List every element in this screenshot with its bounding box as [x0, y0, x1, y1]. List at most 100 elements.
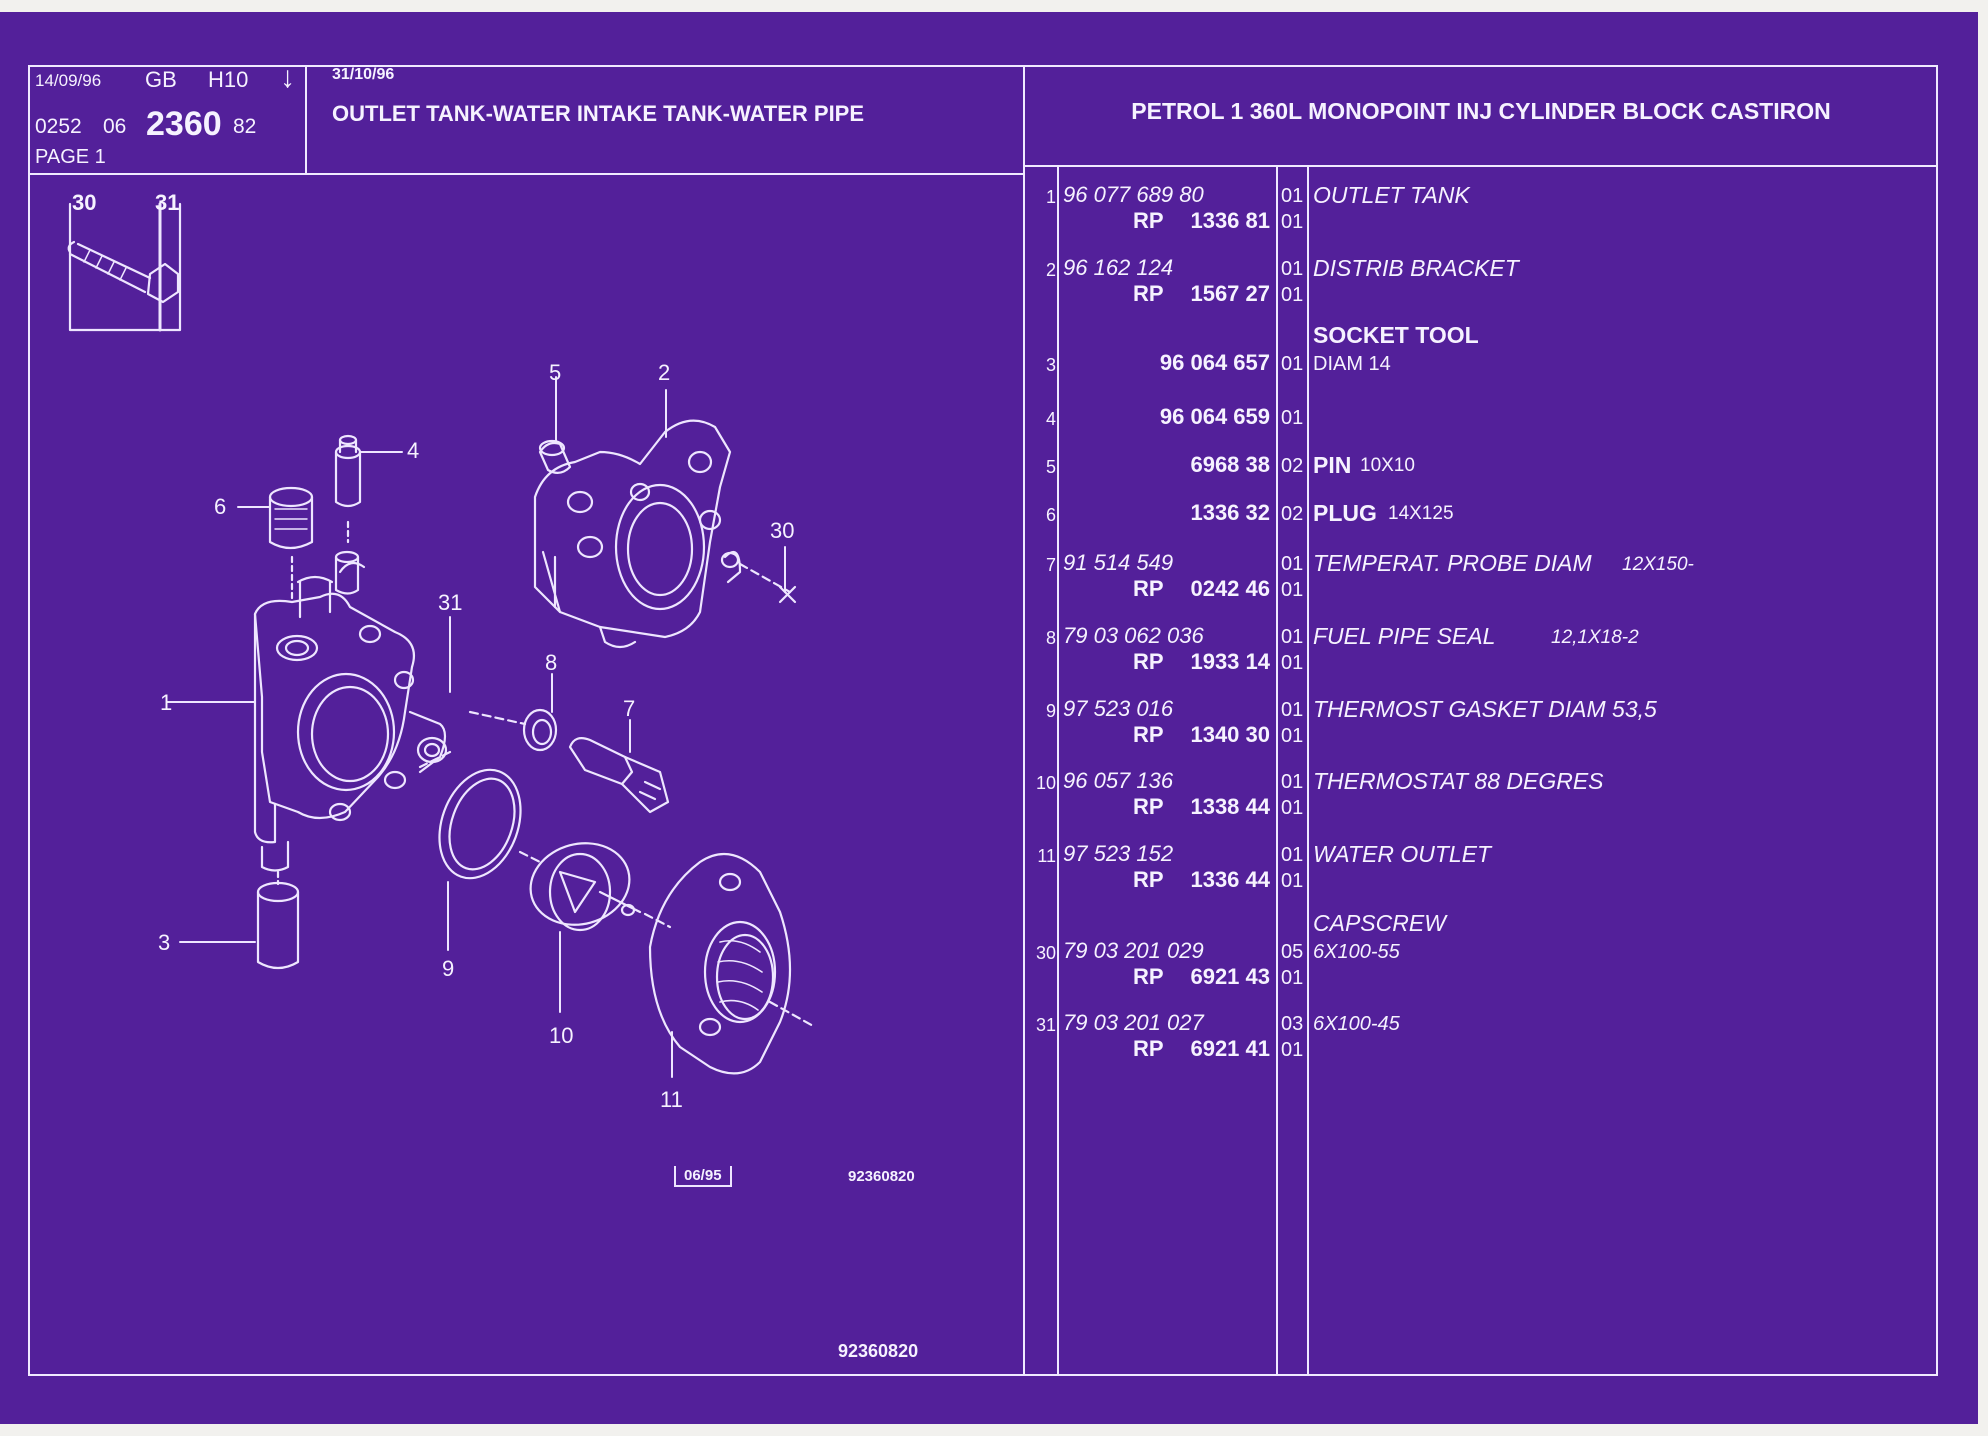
- footer-code-bottom: 92360820: [838, 1341, 919, 1361]
- callout-2: 2: [658, 360, 671, 385]
- part-description: PIN: [1313, 452, 1352, 478]
- quantity: 01: [1281, 699, 1304, 721]
- part-description-detail: 14X125: [1388, 503, 1454, 524]
- part-description-detail: 6X100-45: [1313, 1013, 1400, 1035]
- rp-label: RP: [1133, 722, 1164, 747]
- part-number: 7: [1045, 555, 1056, 575]
- quantity-2: 01: [1281, 652, 1304, 674]
- part-reference: 96 064 657: [1159, 350, 1270, 375]
- rp-number: 1336 44: [1190, 867, 1270, 892]
- header-divider-left: [28, 173, 1024, 175]
- quantity-2: 01: [1281, 870, 1304, 892]
- callout-8: 8: [545, 650, 558, 675]
- quantity: 01: [1281, 553, 1304, 575]
- callout-1: 1: [160, 690, 173, 715]
- rp-number: 0242 46: [1190, 576, 1270, 601]
- part-reference: 96 077 689 80: [1063, 182, 1204, 207]
- rp-number: 1933 14: [1190, 649, 1270, 674]
- header-ref-b: 06: [103, 115, 127, 138]
- part-description: DISTRIB BRACKET: [1313, 255, 1519, 281]
- header-cell-divider: [305, 65, 307, 175]
- rp-label: RP: [1133, 867, 1164, 892]
- part-number: 10: [1035, 773, 1056, 793]
- part-reference: 96 162 124: [1063, 255, 1174, 280]
- callout-9: 9: [442, 956, 455, 981]
- outlet-tank-part: [253, 561, 448, 872]
- col-line-3: [1307, 165, 1309, 1376]
- distrib-bracket-part: [533, 419, 797, 649]
- parts-catalog-sheet: 14/09/96 GB H10 ↓ 0252 06 2360 82 PAGE 1…: [0, 12, 1978, 1424]
- quantity: 02: [1281, 503, 1304, 525]
- frame-top: [28, 65, 1938, 67]
- quantity-2: 01: [1281, 967, 1304, 989]
- part-description: PLUG: [1313, 500, 1377, 526]
- part-reference: 6968 38: [1190, 452, 1270, 477]
- callout-7: 7: [623, 696, 636, 721]
- header-date-1: 14/09/96: [35, 71, 102, 90]
- rp-label: RP: [1133, 794, 1164, 819]
- header-date-2: 31/10/96: [332, 66, 395, 83]
- quantity-2: 01: [1281, 579, 1304, 601]
- rp-number: 1567 27: [1190, 281, 1270, 306]
- part-description-detail: 12X150-: [1622, 554, 1694, 575]
- rp-label: RP: [1133, 964, 1164, 989]
- header-ref-main: 2360: [146, 105, 222, 143]
- part-number: 31: [1035, 1015, 1056, 1035]
- page-label: PAGE 1: [35, 146, 106, 168]
- part-number: 6: [1045, 505, 1056, 525]
- quantity: 02: [1281, 455, 1304, 477]
- quantity-2: 01: [1281, 211, 1304, 233]
- rp-label: RP: [1133, 1036, 1164, 1061]
- rp-label: RP: [1133, 208, 1164, 233]
- rp-number: 1336 81: [1190, 208, 1270, 233]
- header-ref-c: 82: [233, 115, 257, 138]
- frame-left: [28, 65, 30, 1376]
- tank-top-pipe: [334, 550, 360, 595]
- quantity-2: 01: [1281, 725, 1304, 747]
- thermostat-gasket-part-9: [438, 768, 522, 880]
- col-line-2: [1276, 165, 1278, 1376]
- rp-number: 1340 30: [1190, 722, 1270, 747]
- inset-label-30: 30: [72, 190, 97, 215]
- part-description: THERMOSTAT 88 DEGRES: [1313, 768, 1604, 794]
- page-title: OUTLET TANK-WATER INTAKE TANK-WATER PIPE: [332, 101, 865, 126]
- quantity: 01: [1281, 353, 1304, 375]
- seal-part-8: [522, 708, 558, 752]
- part-reference: 97 523 152: [1063, 841, 1174, 866]
- part-number: 5: [1045, 457, 1056, 477]
- part-description-detail: 10X10: [1360, 455, 1415, 476]
- panel-divider: [1023, 65, 1025, 1376]
- callout-10: 10: [549, 1023, 574, 1048]
- page-subtitle: PETROL 1 360L MONOPOINT INJ CYLINDER BLO…: [1131, 98, 1831, 124]
- part-number: 8: [1045, 628, 1056, 648]
- part-number: 4: [1045, 409, 1056, 429]
- socket-part-3: [256, 870, 300, 970]
- part-number: 1: [1045, 187, 1056, 207]
- callout-11: 11: [660, 1087, 683, 1112]
- quantity: 01: [1281, 626, 1304, 648]
- rp-label: RP: [1133, 576, 1164, 601]
- callout-30: 30: [770, 518, 795, 543]
- callout-6: 6: [214, 494, 227, 519]
- callout-3: 3: [158, 930, 171, 955]
- header-code: H10: [208, 67, 249, 92]
- part-description: FUEL PIPE SEAL: [1313, 623, 1496, 649]
- callout-5: 5: [549, 360, 562, 385]
- part-reference: 79 03 201 027: [1063, 1010, 1204, 1035]
- temp-probe-part-7: [568, 737, 670, 814]
- thermostat-part-10: [529, 842, 642, 932]
- header-ref-a: 0252: [35, 115, 82, 138]
- footer-code-small: 92360820: [848, 1168, 915, 1185]
- inset-label-31: 31: [155, 190, 180, 215]
- part-reference: 97 523 016: [1063, 696, 1174, 721]
- rp-label: RP: [1133, 649, 1164, 674]
- part-number: 30: [1035, 943, 1056, 963]
- col-line-1: [1057, 165, 1059, 1376]
- quantity: 01: [1281, 258, 1304, 280]
- part-reference: 91 514 549: [1063, 550, 1174, 575]
- part-reference: 96 064 659: [1159, 404, 1270, 429]
- quantity: 01: [1281, 185, 1304, 207]
- part-reference: 96 057 136: [1063, 768, 1174, 793]
- part-reference: 79 03 062 036: [1063, 623, 1204, 648]
- pin-part-5: [538, 439, 572, 474]
